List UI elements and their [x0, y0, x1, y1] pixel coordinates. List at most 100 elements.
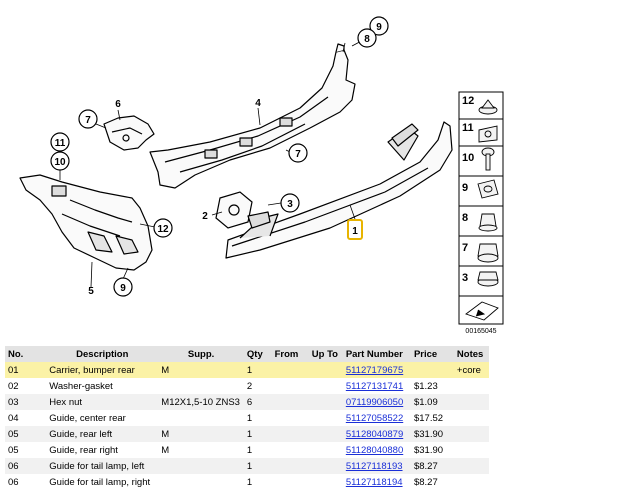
cell-description: Hex nut [46, 394, 159, 410]
part-number-link[interactable]: 51127131741 [345, 380, 404, 392]
callout-6[interactable]: 6 [115, 99, 121, 110]
callout-1-label: 1 [352, 226, 358, 237]
cell-no: 05 [5, 426, 47, 442]
callout-7-left[interactable] [78, 109, 98, 129]
cell-upto [308, 426, 343, 442]
part-number-link[interactable]: 51128040879 [345, 428, 404, 440]
side-item-7[interactable]: 7 [462, 242, 468, 254]
header-notes[interactable]: Notes [453, 346, 489, 362]
callout-7-left-label: 7 [85, 115, 91, 126]
side-item-3[interactable]: 3 [462, 272, 468, 284]
collar-nut-icon [478, 213, 498, 232]
cell-qty: 1 [243, 362, 272, 378]
speed-nut-icon [477, 179, 499, 199]
header-price[interactable]: Price [410, 346, 454, 362]
cell-from [271, 458, 309, 474]
cell-no: 03 [5, 394, 47, 410]
cell-notes [454, 474, 489, 490]
cell-supp [158, 458, 244, 474]
cell-supp [158, 410, 244, 426]
side-item-11[interactable]: 11 [462, 122, 474, 134]
table-row[interactable]: 02 Washer-gasket 2 51127131741 $1.23 [5, 378, 489, 394]
cell-no: 06 [5, 458, 47, 474]
side-item-12[interactable]: 12 [462, 95, 474, 107]
callout-5[interactable]: 5 [88, 286, 94, 297]
part-number-link[interactable]: 51128040880 [345, 444, 404, 456]
cell-no: 01 [5, 362, 47, 378]
callout-2[interactable]: 2 [202, 211, 208, 222]
callout-9-top-label: 9 [376, 22, 382, 33]
cell-no: 04 [8, 412, 19, 424]
callout-3[interactable] [280, 193, 300, 213]
part-number-link[interactable]: 51127058522 [345, 412, 404, 424]
callout-9-top[interactable] [369, 16, 389, 36]
cell-no: 05 [8, 444, 19, 456]
cell-from [271, 362, 309, 378]
cell-upto [308, 362, 343, 378]
cell-qty: 1 [243, 426, 272, 442]
cell-from [272, 378, 309, 394]
table-row[interactable]: 01 Carrier, bumper rear M 1 51127179675 … [5, 362, 489, 378]
table-row[interactable]: 04 Guide, center rear 1 51127058522 $17.… [5, 410, 489, 426]
table-header-row: No. Description Supp. Qty From Up To Par… [5, 346, 489, 362]
cell-description: Washer-gasket [49, 380, 113, 392]
cell-price [410, 362, 454, 378]
cell-price: $8.27 [413, 476, 438, 488]
table-row[interactable]: 05 Guide, rear left M 1 51128040879 $31.… [5, 426, 489, 442]
cell-qty: 2 [246, 380, 253, 392]
callout-12[interactable] [153, 218, 173, 238]
cell-qty: 1 [246, 412, 253, 424]
header-description[interactable]: Description [46, 346, 159, 362]
header-no[interactable]: No. [5, 346, 47, 362]
cell-price: $8.27 [410, 458, 454, 474]
washer-gasket-part[interactable] [215, 191, 253, 229]
header-part-number[interactable]: Part Number [342, 346, 411, 362]
cell-notes [454, 410, 489, 426]
cell-qty: 1 [246, 444, 253, 456]
part-number-link[interactable]: 51127118194 [345, 476, 403, 488]
table-row[interactable]: 05 Guide, rear right M 1 51128040880 $31… [5, 442, 489, 458]
diagram-id: 00165045 [465, 328, 496, 335]
callout-1-selected[interactable] [347, 219, 363, 240]
table-row[interactable]: 06 Guide for tail lamp, right 1 51127118… [5, 474, 489, 490]
header-from[interactable]: From [271, 346, 309, 362]
callout-11-label: 11 [55, 138, 66, 149]
callout-10[interactable] [50, 151, 70, 171]
part-number-link[interactable]: 51127118193 [345, 460, 403, 472]
rear-left-guide-part[interactable] [19, 174, 153, 271]
part-number-link[interactable]: 07119906050 [345, 396, 404, 408]
tail-lamp-guide-part[interactable] [103, 115, 155, 151]
cell-supp [158, 474, 244, 490]
callout-7-right-label: 7 [295, 149, 301, 160]
center-guide-part[interactable] [149, 43, 356, 189]
part-number-link[interactable]: 51127179675 [345, 364, 404, 376]
hex-nut-icon [477, 271, 499, 287]
cell-no: 02 [8, 380, 19, 392]
header-upto[interactable]: Up To [308, 346, 343, 362]
cell-from [271, 394, 309, 410]
cell-from [272, 410, 309, 426]
header-qty[interactable]: Qty [243, 346, 272, 362]
cell-description: Guide for tail lamp, right [49, 476, 151, 488]
hex-nut-flange-icon [477, 243, 499, 263]
cell-notes: +core [453, 362, 489, 378]
table-row[interactable]: 03 Hex nut M12X1,5-10 ZNS3 6 07119906050… [5, 394, 489, 410]
cell-price: $1.23 [413, 380, 438, 392]
cell-upto [309, 442, 343, 458]
callout-11[interactable] [50, 132, 70, 152]
cell-supp [158, 378, 244, 394]
cell-qty: 1 [246, 476, 253, 488]
cell-supp: M [158, 362, 244, 378]
bumper-carrier-part[interactable] [225, 121, 453, 259]
side-item-9[interactable]: 9 [462, 182, 468, 194]
callout-4[interactable]: 4 [255, 98, 261, 109]
callout-8-top[interactable] [357, 28, 377, 48]
table-row[interactable]: 06 Guide for tail lamp, left 1 511271181… [5, 458, 489, 474]
cell-price: $1.09 [410, 394, 454, 410]
side-item-8[interactable]: 8 [462, 212, 468, 224]
callout-7-right[interactable] [288, 143, 308, 163]
header-supp[interactable]: Supp. [158, 346, 244, 362]
callout-9-bottom[interactable] [113, 277, 133, 297]
cell-notes [453, 394, 489, 410]
side-item-10[interactable]: 10 [462, 152, 474, 164]
